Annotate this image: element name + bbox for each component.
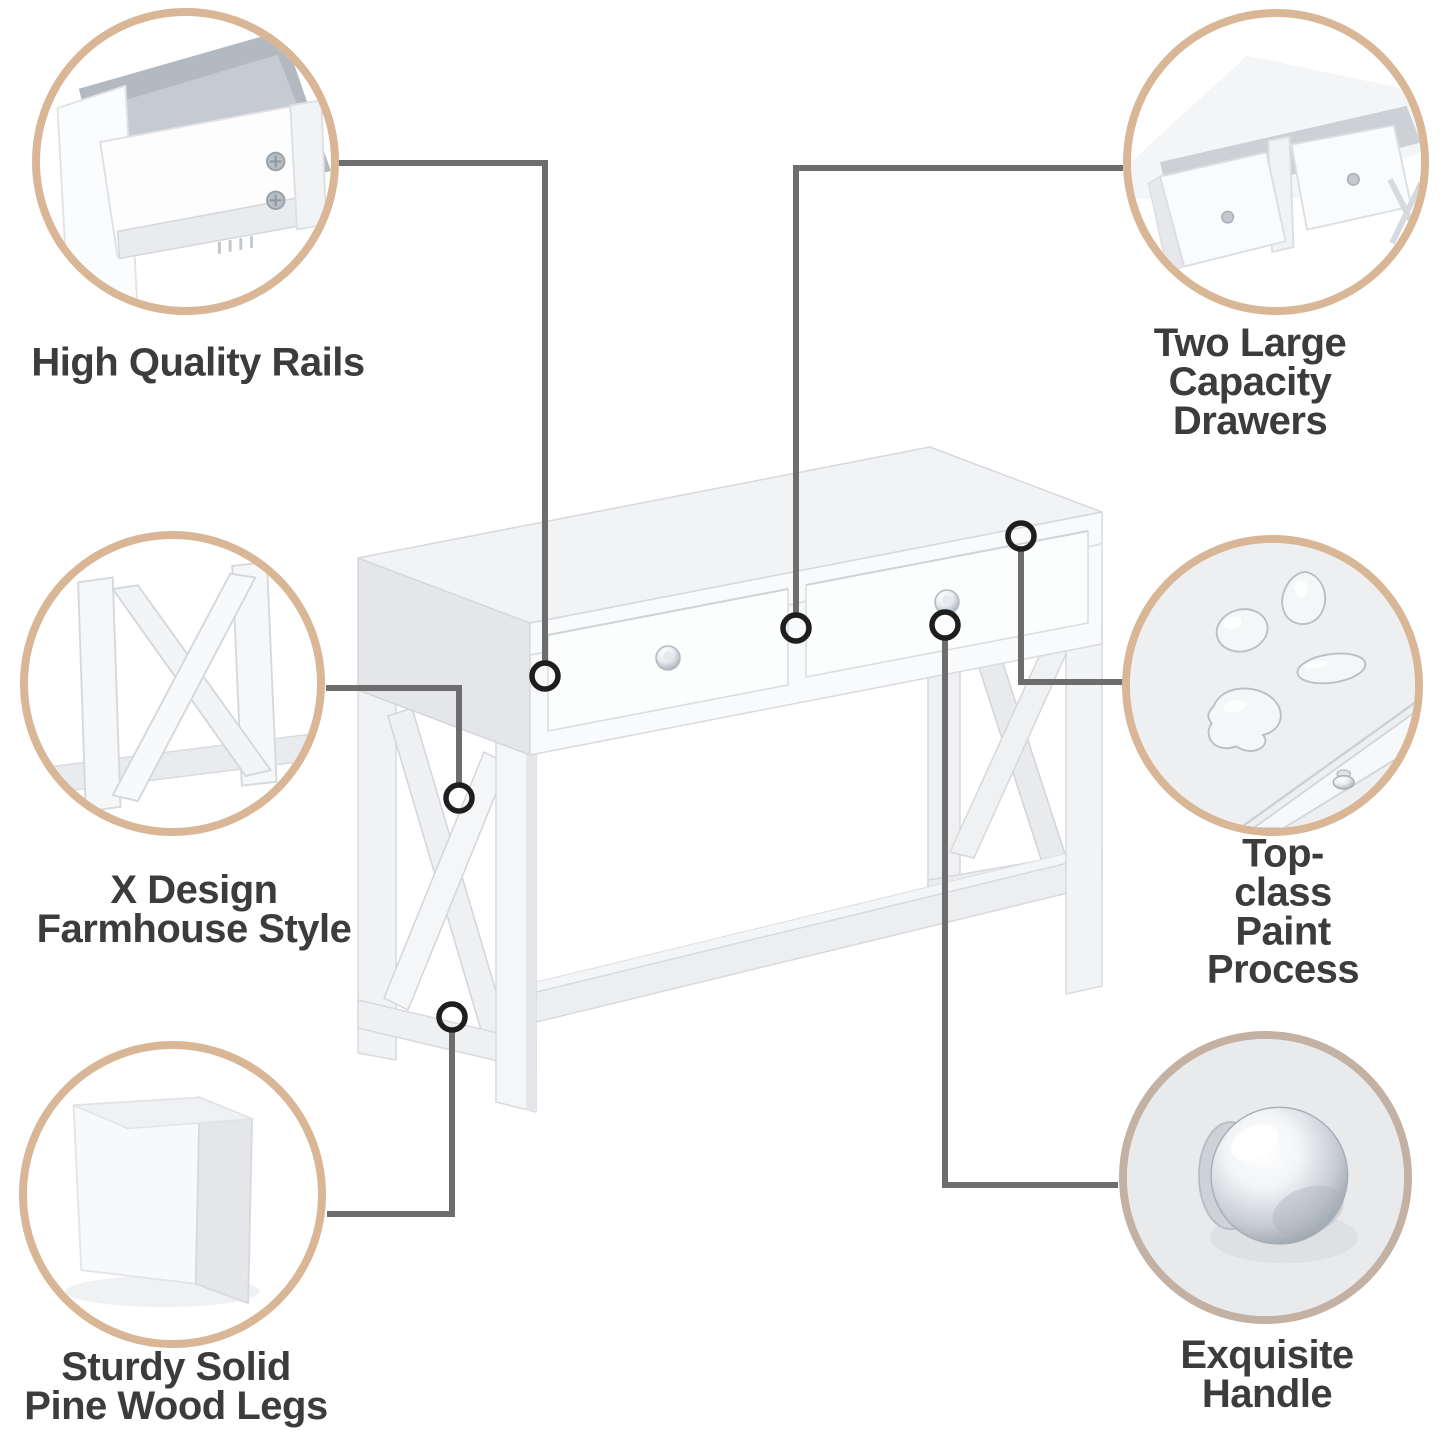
callout-marker-handle (929, 609, 961, 641)
water-drops-photo-icon (1130, 543, 1415, 828)
callout-markers (436, 520, 1037, 1033)
desk (357, 446, 1103, 1113)
feature-circle-legs (19, 1041, 326, 1348)
x-frame-photo-icon (36, 561, 311, 813)
feature-circle-paint (1122, 535, 1423, 836)
callout-line-legs (327, 1030, 455, 1217)
callout-marker-legs (436, 1001, 468, 1033)
callout-marker-rails (529, 660, 561, 692)
rail-screws (266, 151, 286, 210)
callout-line-x-design (326, 685, 462, 785)
feature-label-rails: High Quality Rails (31, 340, 365, 385)
feature-circle-x-design (20, 531, 325, 836)
left-drawer-knob (655, 645, 681, 671)
callout-line-handle (942, 638, 1118, 1188)
open-drawers-photo-icon (1131, 55, 1421, 274)
right-drawer-knob (934, 589, 960, 615)
drawer-rail-photo-icon (56, 30, 331, 301)
callout-lines (326, 160, 1124, 1217)
feature-label-legs: Sturdy Solid Pine Wood Legs (24, 1345, 328, 1428)
feature-label-x-design: X Design Farmhouse Style (36, 868, 352, 951)
feature-circle-drawers (1123, 9, 1429, 315)
callout-marker-paint (1005, 520, 1037, 552)
feature-label-handle: Exquisite Handle (1180, 1333, 1354, 1416)
callout-line-drawers (793, 165, 1123, 615)
feature-circle-handle (1119, 1031, 1412, 1324)
callout-marker-drawers (780, 612, 812, 644)
feature-circle-rails (32, 8, 339, 315)
feature-label-drawers: Two Large Capacity Drawers (1153, 320, 1347, 443)
silver-knob-photo-icon (1127, 1039, 1404, 1316)
callout-marker-x-design (443, 782, 475, 814)
callout-line-rails (336, 160, 548, 663)
feature-label-paint: Top-class Paint Process (1206, 831, 1360, 992)
pine-leg-photo-icon (65, 1096, 260, 1308)
water-droplets (1207, 571, 1367, 752)
callout-line-paint (1018, 549, 1124, 685)
